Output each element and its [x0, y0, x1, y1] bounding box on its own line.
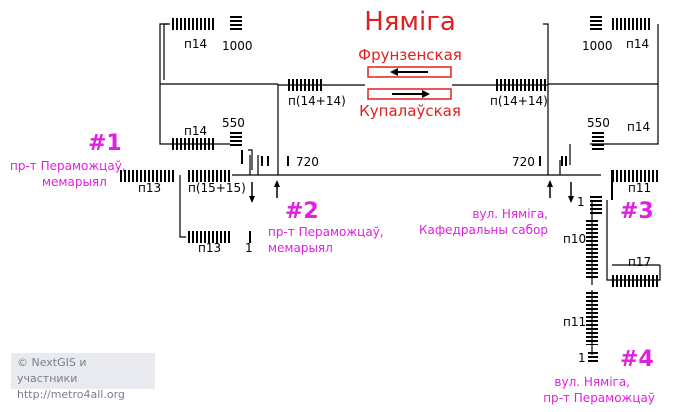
label-right-720: 720 — [512, 155, 535, 169]
label-right-top-p14: п14 — [626, 37, 649, 51]
label-right-mid-p14: п14 — [627, 120, 650, 134]
arrow-up-icon — [274, 180, 280, 187]
exit-3-line1: вул. Няміга, — [472, 207, 548, 221]
stair-left-mid — [170, 138, 214, 150]
arrow-left-head-icon — [390, 68, 398, 76]
label-left-top-p14: п14 — [184, 37, 207, 51]
label-left-720: 720 — [296, 155, 319, 169]
stair-right-p10 — [586, 218, 598, 280]
stair-right-1000 — [590, 14, 602, 30]
door-markers — [241, 150, 613, 243]
exit-1-line2: мемарыял — [42, 175, 107, 189]
stair-left-p13 — [120, 170, 176, 182]
exit-4-line1: вул. Няміга, — [554, 375, 630, 389]
stair-left-1000 — [230, 14, 242, 30]
label-right-p1414: п(14+14) — [490, 94, 548, 108]
arrow-down-icon — [249, 196, 255, 203]
platform-lower — [367, 88, 452, 100]
stair-left-1414 — [286, 79, 322, 91]
label-right-550: 550 — [587, 116, 610, 130]
stair-right-1414 — [494, 79, 546, 91]
stair-right-p11b — [586, 290, 598, 345]
label-left-p13: п13 — [138, 181, 161, 195]
stair-right-p11 — [612, 170, 660, 182]
station-title: Няміга — [364, 7, 456, 37]
credit-line-1: © NextGIS и участники — [17, 356, 87, 385]
exit-3-line2: Кафедральны сабор — [419, 223, 548, 237]
stair-right-1 — [590, 195, 602, 215]
platform-upper — [367, 66, 452, 78]
stair-right-550 — [592, 132, 604, 150]
exit-1-line1: пр-т Пераможцаў, — [10, 159, 126, 173]
label-left-p1414: п(14+14) — [288, 94, 346, 108]
stair-right-top — [612, 18, 652, 30]
stair-left-p1515 — [188, 170, 232, 182]
stair-left-top — [170, 18, 214, 30]
exit-1-number: #1 — [88, 131, 122, 156]
label-left-mid-p14: п14 — [184, 124, 207, 138]
label-right-p10: п10 — [563, 232, 586, 246]
label-right-1: 1 — [577, 195, 585, 209]
label-left-p13-lower: п13 — [198, 241, 221, 255]
exit-2-line1: пр-т Пераможцаў, — [268, 225, 384, 239]
arrow-right-head-icon — [422, 90, 430, 98]
stair-left-p13-lower — [186, 231, 230, 243]
label-left-p1515: п(15+15) — [188, 181, 246, 195]
exit-arrows — [251, 182, 572, 198]
exit-4-line2: пр-т Пераможцаў — [543, 391, 655, 405]
stair-left-550 — [230, 130, 242, 148]
credit-box: © NextGIS и участники http://metro4all.o… — [11, 353, 155, 401]
label-left-top-1000: 1000 — [222, 39, 253, 53]
platform-label-upper: Фрунзенская — [358, 46, 462, 64]
exit-3-number: #3 — [620, 199, 654, 224]
arrow-up-icon — [547, 180, 553, 187]
platform-label-lower: Купалаўская — [359, 102, 461, 120]
label-left-mid-550: 550 — [222, 116, 245, 130]
arrow-down-icon — [568, 196, 574, 203]
stair-right-1b — [588, 350, 598, 362]
credit-link[interactable]: http://metro4all.org — [17, 388, 125, 401]
label-right-p17: п17 — [628, 255, 651, 269]
label-right-1b: 1 — [578, 351, 586, 365]
exit-2-line2: мемарыял — [268, 241, 333, 255]
label-right-p11b: п11 — [563, 315, 586, 329]
stair-right-p17 — [612, 275, 660, 287]
exit-2-number: #2 — [285, 199, 319, 224]
label-right-top-1000: 1000 — [582, 39, 613, 53]
exit-4-number: #4 — [620, 347, 654, 372]
label-right-p11: п11 — [628, 181, 651, 195]
label-left-1: 1 — [245, 241, 253, 255]
